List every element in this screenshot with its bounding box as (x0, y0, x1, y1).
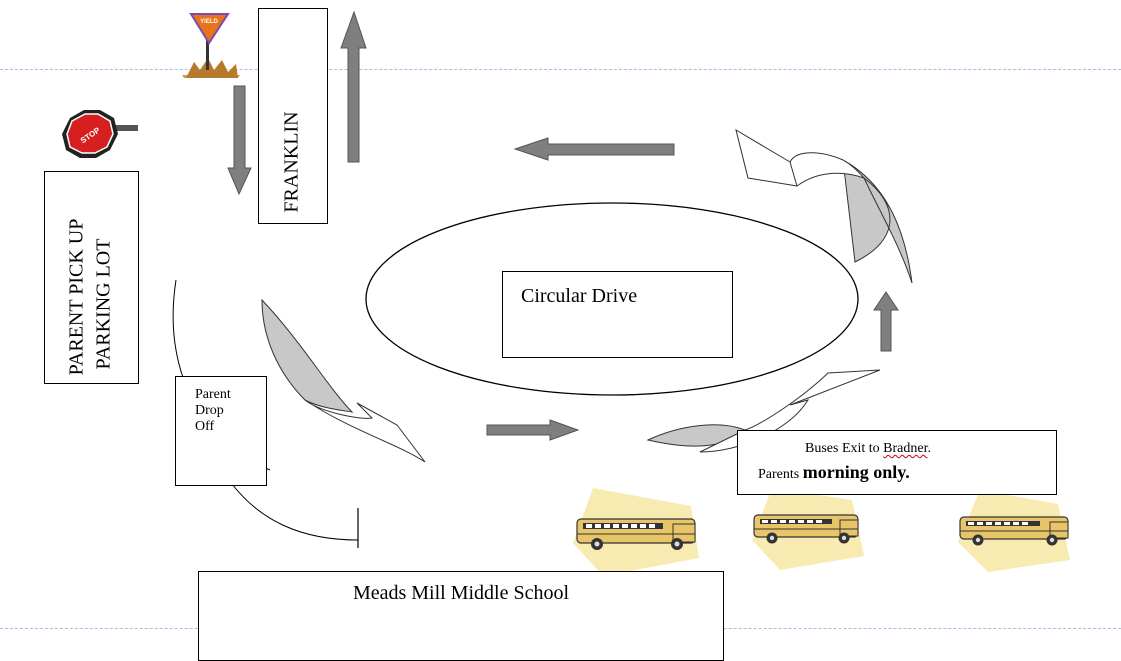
school-bus-icon (958, 490, 1070, 572)
buses-exit-prefix: Buses Exit to (805, 441, 884, 456)
parent-pickup-label-line2: PARKING LOT (92, 238, 115, 370)
school-box: Meads Mill Middle School (198, 571, 724, 661)
arrow-up-franklin (340, 10, 367, 163)
parent-drop-off-label-line3: Off (195, 419, 215, 434)
yield-sign-icon: YIELD (182, 13, 240, 78)
arrow-down-franklin (227, 85, 252, 196)
arrow-up-right (873, 291, 899, 352)
curved-arrow-top-right (735, 128, 913, 284)
parents-bold-text: morning only. (802, 462, 910, 482)
circular-drive-label: Circular Drive (521, 285, 638, 307)
buses-exit-box: Buses Exit to Bradner. Parents morning o… (737, 430, 1057, 495)
yield-sign-text: YIELD (200, 19, 218, 25)
school-label: Meads Mill Middle School (352, 582, 570, 604)
parent-pickup-label-line1: PARENT PICK UP (65, 218, 88, 376)
buses-exit-suffix: . (927, 441, 932, 456)
school-bus-icon (752, 488, 864, 570)
parents-prefix: Parents (758, 467, 803, 482)
parent-pickup-lot-box (44, 171, 139, 384)
buses-exit-street: Bradner (883, 441, 928, 456)
parent-drop-off-box: Parent Drop Off (175, 376, 267, 486)
parent-drop-off-label-line1: Parent (195, 387, 231, 402)
arrow-right-bottom (486, 419, 580, 441)
parent-drop-off-label-line2: Drop (195, 403, 224, 418)
arrow-left-top (513, 137, 675, 161)
franklin-label: FRANKLIN (280, 111, 303, 213)
curved-arrow-left (261, 298, 426, 463)
buses-exit-text: Buses Exit to Bradner. (805, 441, 931, 457)
franklin-street-box (258, 8, 328, 224)
stop-sign-icon: STOP (62, 110, 138, 158)
circular-drive-box: Circular Drive (502, 271, 733, 358)
parents-morning-text: Parents morning only. (758, 462, 910, 483)
road-edge-line-lower (231, 483, 359, 541)
page-guide-top (0, 69, 1121, 70)
school-bus-icon (573, 488, 699, 576)
